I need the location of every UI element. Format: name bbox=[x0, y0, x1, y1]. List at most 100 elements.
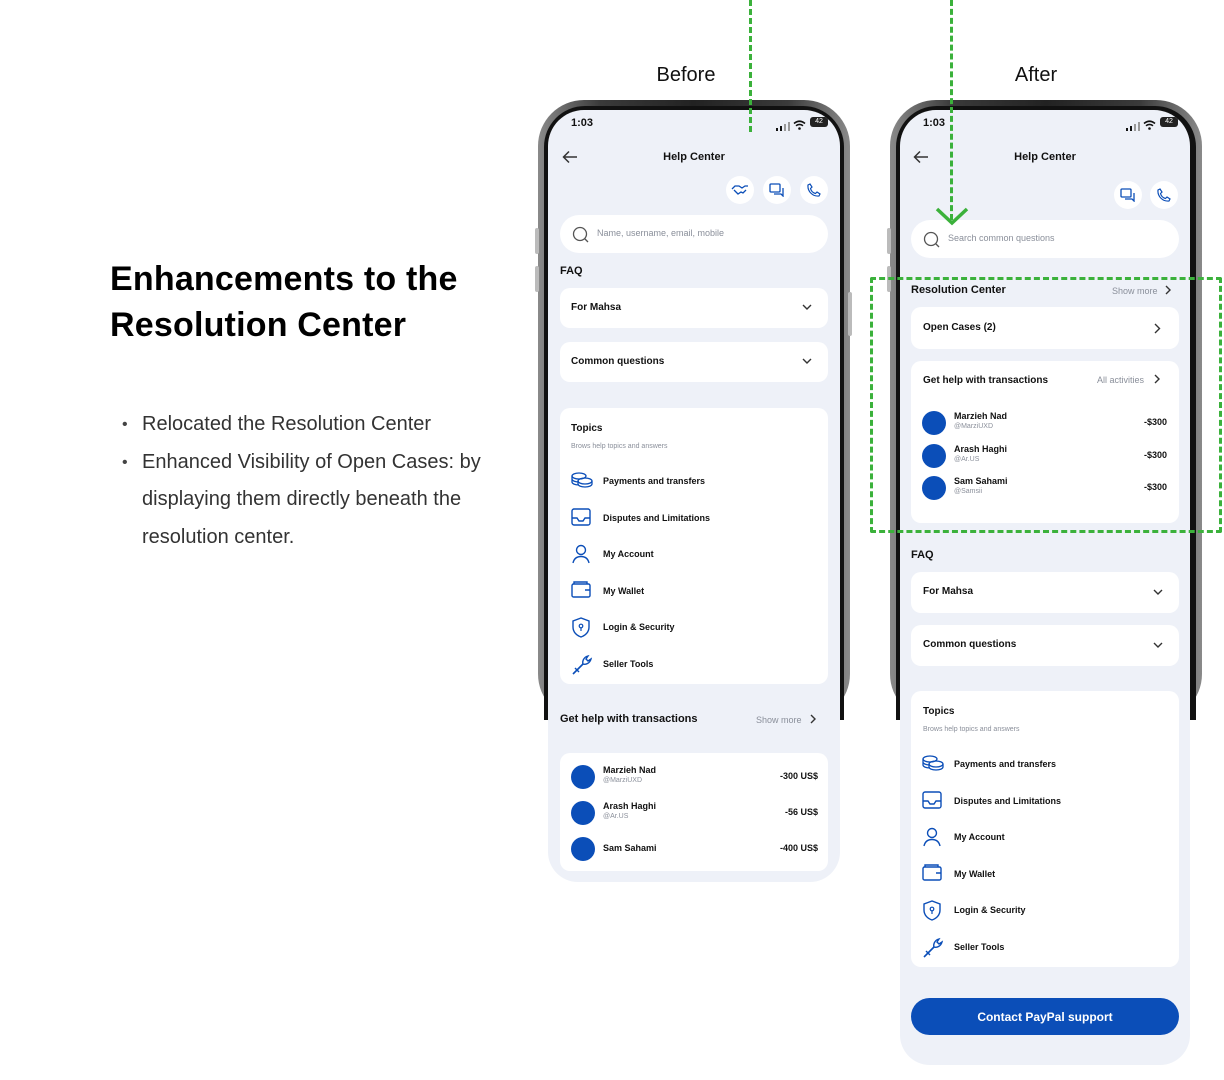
contact-support-button[interactable]: Contact PayPal support bbox=[911, 998, 1179, 1035]
topic-label: My Account bbox=[954, 832, 1005, 842]
topic-item[interactable]: Disputes and Limitations bbox=[560, 505, 828, 535]
coins-icon bbox=[571, 471, 593, 494]
tx-amount: -$300 bbox=[1143, 449, 1167, 460]
avatar bbox=[571, 765, 595, 789]
phone-icon bbox=[1157, 188, 1171, 202]
topic-item[interactable]: My Wallet bbox=[911, 861, 1179, 891]
tx-name: Arash Haghi bbox=[603, 801, 657, 811]
annotation-dashed-line bbox=[950, 0, 953, 220]
inbox-icon bbox=[571, 507, 591, 531]
tx-handle: @MarziUXD bbox=[603, 777, 642, 784]
wallet-icon bbox=[571, 580, 591, 603]
signal-icon bbox=[1126, 118, 1140, 136]
topics-card: Topics Brows help topics and answers Pay… bbox=[911, 691, 1179, 967]
topic-label: Seller Tools bbox=[954, 941, 1005, 952]
topic-label: Payments and transfers bbox=[603, 476, 706, 486]
phone-side-button bbox=[535, 228, 539, 254]
topic-item[interactable]: Login & Security bbox=[560, 614, 828, 644]
topic-label: Seller Tools bbox=[603, 658, 654, 669]
topic-item[interactable]: Seller Tools bbox=[560, 651, 828, 681]
chat-button[interactable] bbox=[1114, 181, 1142, 209]
tx-show-more[interactable]: Show more bbox=[756, 715, 802, 725]
topic-item[interactable]: Disputes and Limitations bbox=[911, 788, 1179, 818]
chat-button[interactable] bbox=[763, 176, 791, 204]
tx-amount: -$300 bbox=[1143, 417, 1167, 427]
topic-item[interactable]: Seller Tools bbox=[911, 934, 1179, 964]
search-input[interactable]: Search common questions bbox=[911, 220, 1179, 258]
chevron-right-icon[interactable] bbox=[1165, 285, 1172, 295]
rc-show-more[interactable]: Show more bbox=[1112, 286, 1158, 296]
faq-item[interactable]: Common questions bbox=[560, 342, 828, 382]
handshake-icon bbox=[731, 185, 748, 195]
back-arrow-icon[interactable] bbox=[913, 150, 929, 169]
topic-label: Login & Security bbox=[603, 622, 675, 632]
before-label: Before bbox=[656, 64, 716, 86]
chevron-down-icon bbox=[802, 304, 812, 310]
annotation-arrow-icon bbox=[935, 207, 969, 226]
transaction-row[interactable]: Marzieh Nad @MarziUXD -300 US$ bbox=[560, 763, 828, 791]
back-arrow-icon[interactable] bbox=[562, 150, 578, 169]
topics-title: Topics bbox=[571, 423, 603, 434]
faq-item[interactable]: For Mahsa bbox=[911, 572, 1179, 613]
after-screen: 1:03 42 Help Center Search common questi… bbox=[900, 110, 1190, 1065]
phone-button[interactable] bbox=[800, 176, 828, 204]
tx-name: Marzieh Nad bbox=[954, 411, 1008, 421]
topic-label: My Wallet bbox=[603, 585, 645, 596]
before-screen: 1:03 42 Help Center Name, username, emai… bbox=[548, 110, 840, 882]
tx-amount: -300 US$ bbox=[779, 771, 818, 781]
topic-label: My Wallet bbox=[954, 868, 996, 879]
coins-icon bbox=[922, 754, 944, 777]
wifi-icon bbox=[1143, 117, 1156, 135]
chevron-right-icon[interactable] bbox=[810, 714, 817, 724]
page-heading: Enhancements to the Resolution Center bbox=[110, 260, 458, 344]
tx-title: Get help with transactions bbox=[560, 713, 698, 725]
handshake-button[interactable] bbox=[726, 176, 754, 204]
bullet-item: Enhanced Visibility of Open Cases: by di… bbox=[122, 444, 482, 557]
chat-icon bbox=[769, 183, 784, 197]
transaction-row[interactable]: Marzieh Nad@MarziUXD-$300 bbox=[911, 409, 1179, 437]
chevron-down-icon bbox=[1153, 642, 1163, 648]
open-cases-row[interactable]: Open Cases (2) bbox=[911, 307, 1179, 349]
tx-title: Get help with transactions bbox=[923, 375, 1049, 386]
annotation-highlight-box bbox=[870, 277, 1222, 533]
faq-item[interactable]: Common questions bbox=[911, 625, 1179, 666]
topic-label: Login & Security bbox=[954, 905, 1026, 915]
battery-icon: 42 bbox=[810, 117, 828, 127]
search-placeholder: Name, username, email, mobile bbox=[597, 228, 725, 238]
search-placeholder: Search common questions bbox=[948, 233, 1055, 243]
topics-card: Topics Brows help topics and answers Pay… bbox=[560, 408, 828, 684]
topic-item[interactable]: My Account bbox=[560, 541, 828, 571]
chevron-down-icon bbox=[1153, 589, 1163, 595]
transaction-row[interactable]: Arash Haghi@Ar.US-$300 bbox=[911, 442, 1179, 470]
faq-title: FAQ bbox=[911, 549, 934, 561]
phone-button[interactable] bbox=[1150, 181, 1178, 209]
topic-item[interactable]: My Wallet bbox=[560, 578, 828, 608]
faq-item-label: Common questions bbox=[571, 356, 665, 367]
tx-amount: -$300 bbox=[1143, 482, 1167, 492]
faq-item[interactable]: For Mahsa bbox=[560, 288, 828, 328]
topic-label: Payments and transfers bbox=[954, 759, 1057, 769]
faq-title: FAQ bbox=[560, 265, 583, 277]
transaction-row[interactable]: Arash Haghi@Ar.US-56 US$ bbox=[560, 799, 828, 827]
search-input[interactable]: Name, username, email, mobile bbox=[560, 215, 828, 253]
topic-item[interactable]: Login & Security bbox=[911, 897, 1179, 927]
topic-item[interactable]: My Account bbox=[911, 824, 1179, 854]
topic-item[interactable]: Payments and transfers bbox=[560, 468, 828, 498]
battery-icon: 42 bbox=[1160, 117, 1178, 127]
shield-icon bbox=[922, 900, 942, 926]
tx-name: Arash Haghi bbox=[954, 443, 1008, 454]
phone-side-button bbox=[848, 292, 852, 336]
phone-side-button bbox=[535, 266, 539, 292]
topic-item[interactable]: Payments and transfers bbox=[911, 751, 1179, 781]
transaction-row[interactable]: Sam Sahami-400 US$ bbox=[560, 835, 828, 863]
bullet-list: Relocated the Resolution Center Enhanced… bbox=[122, 406, 482, 556]
chevron-right-icon[interactable] bbox=[1154, 374, 1161, 384]
topics-subtitle: Brows help topics and answers bbox=[571, 443, 668, 450]
signal-icon bbox=[776, 118, 790, 136]
tx-all-activities[interactable]: All activities bbox=[1097, 375, 1145, 385]
topics-subtitle: Brows help topics and answers bbox=[923, 726, 1020, 733]
tx-name: Marzieh Nad bbox=[603, 765, 657, 775]
inbox-icon bbox=[922, 790, 942, 814]
phone-icon bbox=[807, 183, 821, 197]
transaction-row[interactable]: Sam Sahami@Samsii-$300 bbox=[911, 474, 1179, 502]
